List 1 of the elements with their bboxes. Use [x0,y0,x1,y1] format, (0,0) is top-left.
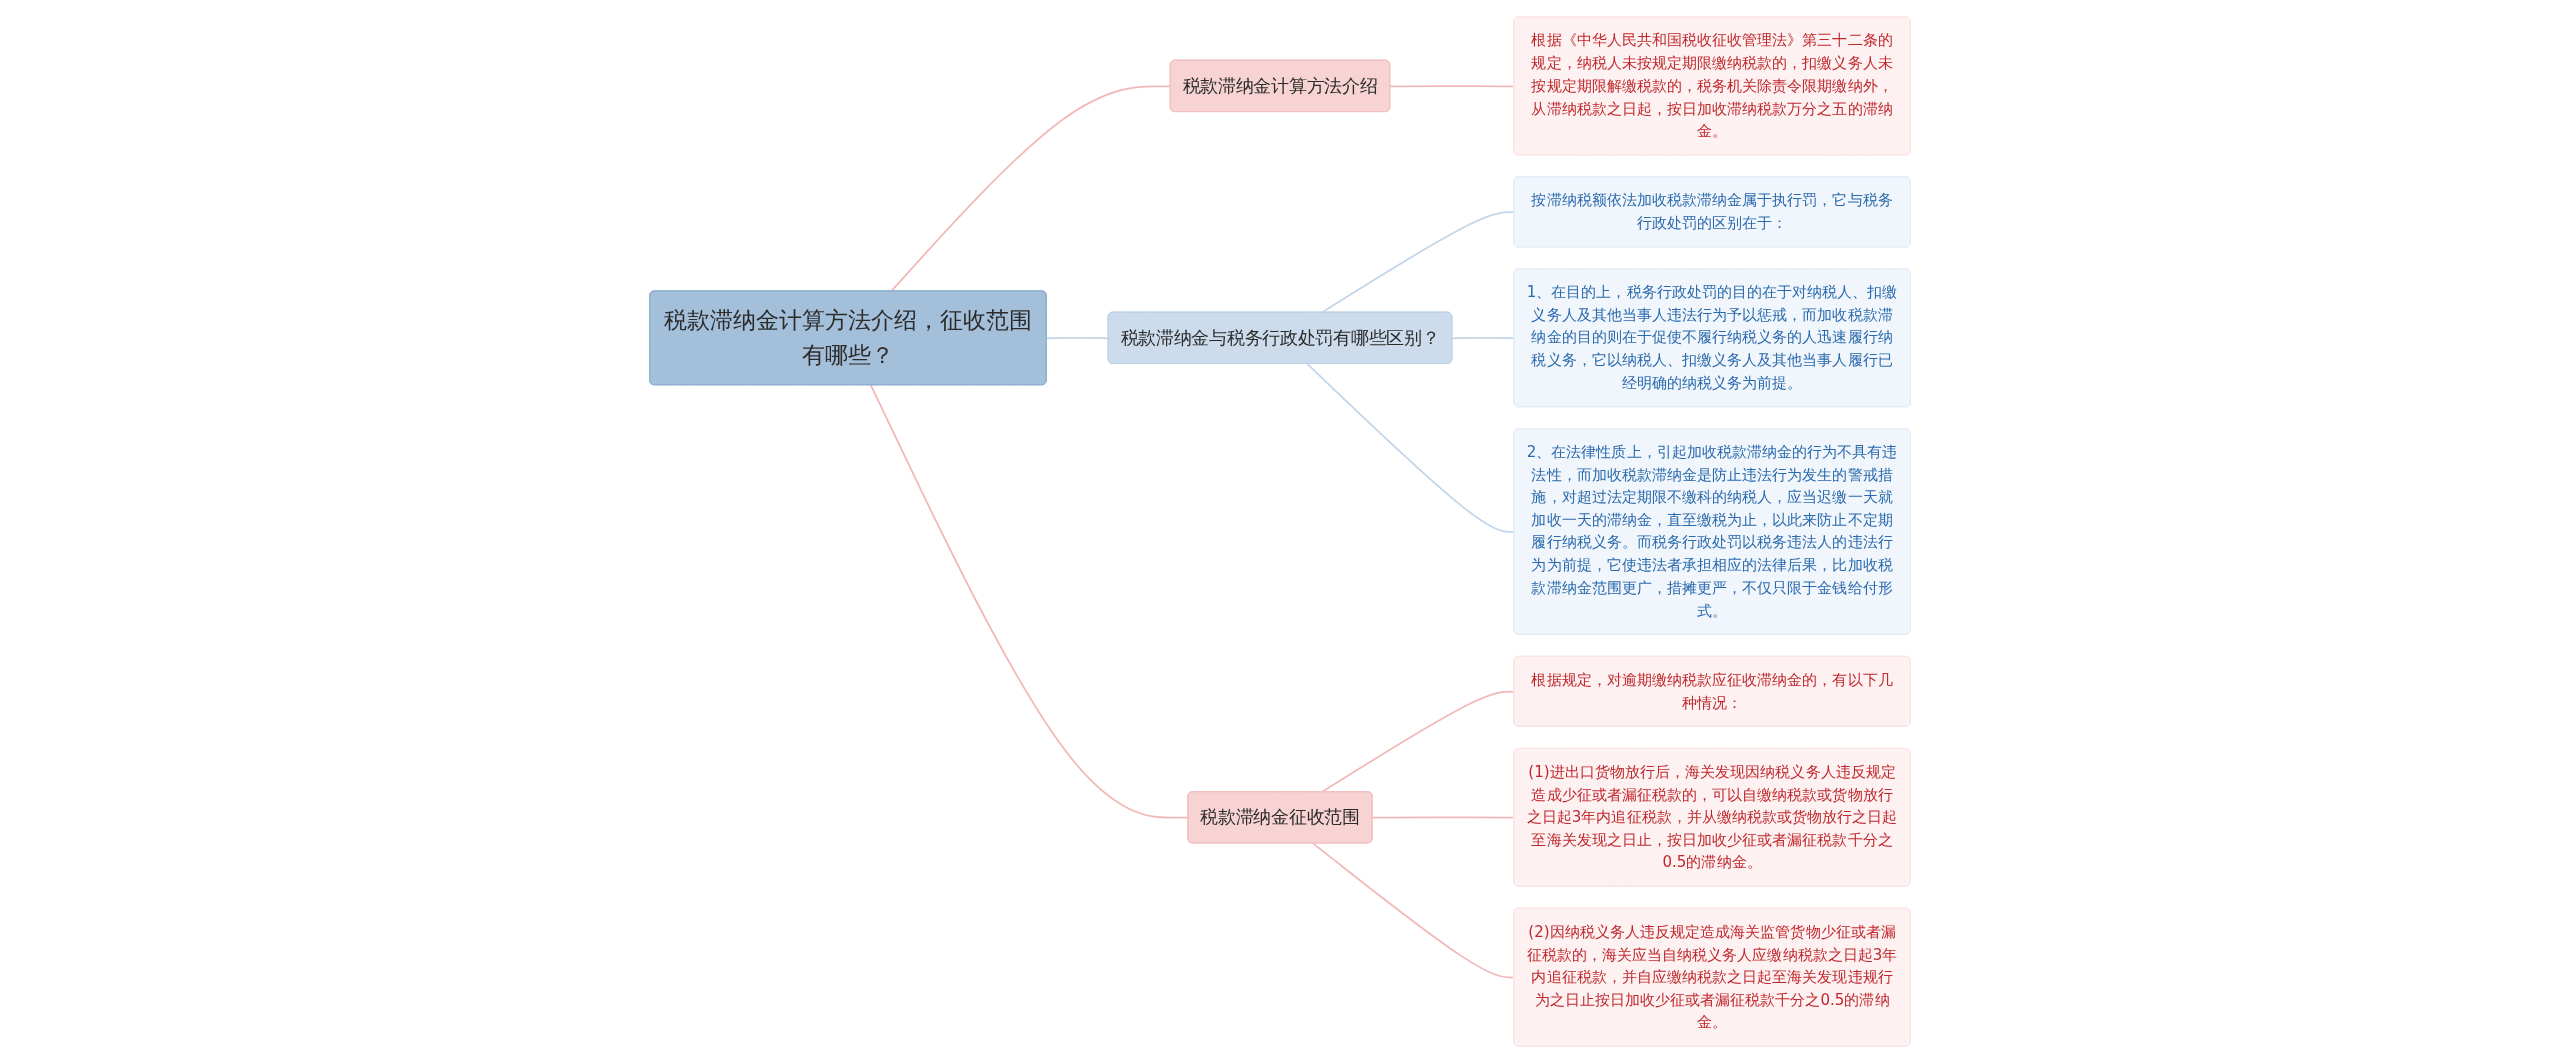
connector [1045,337,1110,340]
